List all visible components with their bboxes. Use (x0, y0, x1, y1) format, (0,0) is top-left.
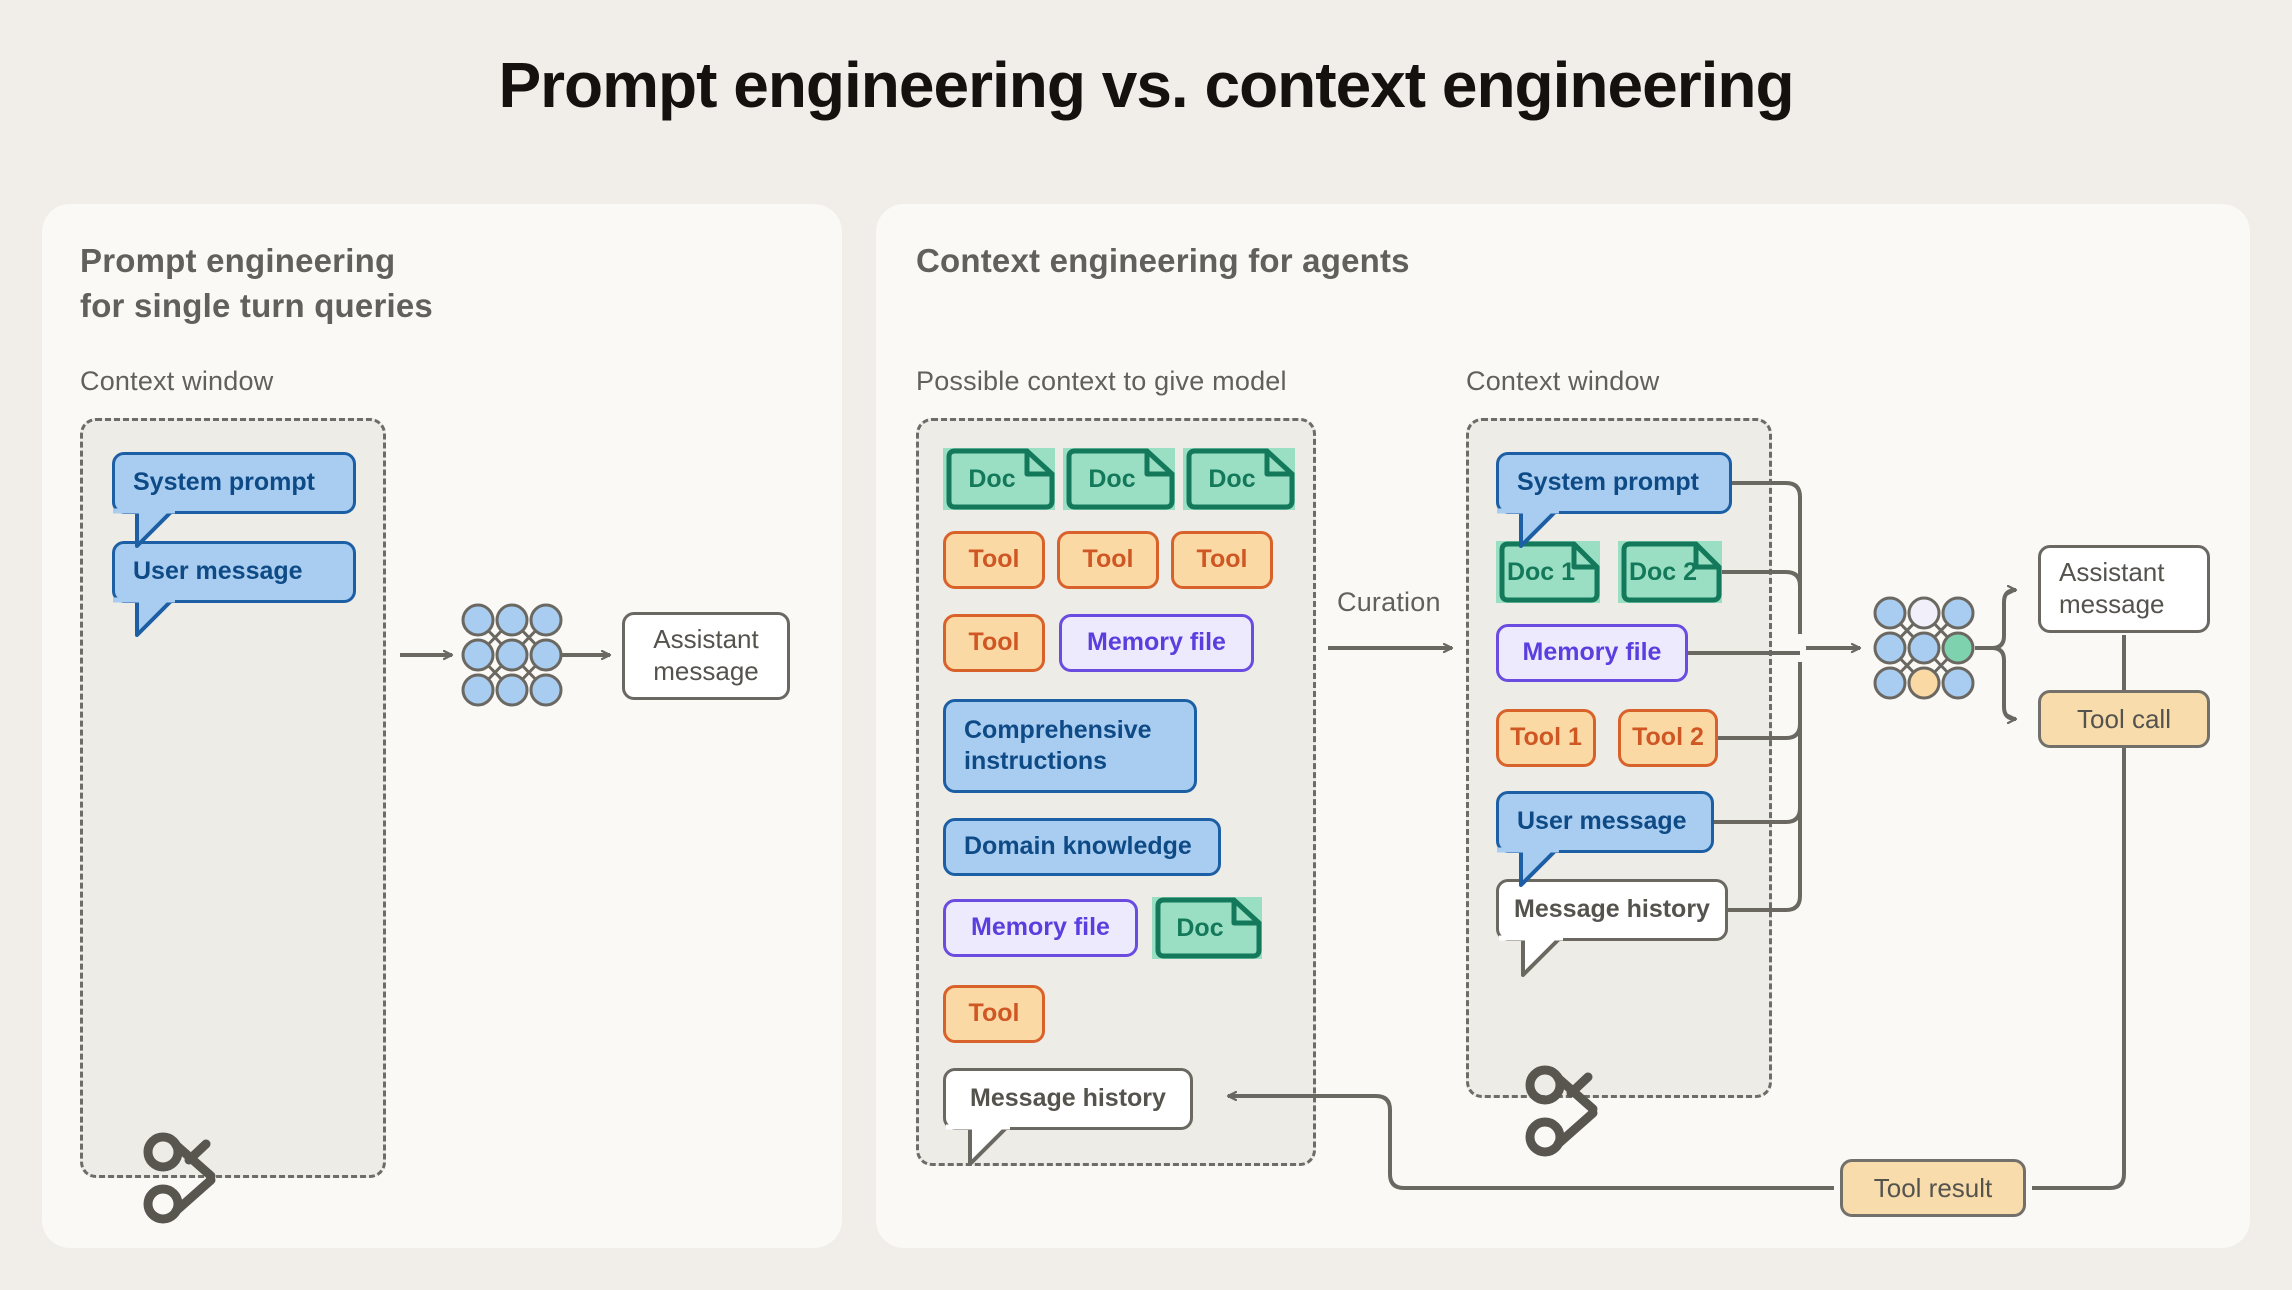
chip-label: Memory file (1087, 628, 1226, 657)
chip-label: Domain knowledge (964, 832, 1192, 861)
chip-label: User message (133, 557, 303, 586)
chip-memory-file[interactable]: Memory file (943, 899, 1138, 957)
chip-comprehensive-instructions[interactable]: Comprehensive instructions (943, 699, 1197, 793)
curation-label: Curation (1337, 587, 1441, 617)
chip-label: Doc 2 (1628, 557, 1698, 586)
chip-tool[interactable]: Tool (943, 614, 1045, 672)
chip-tool-2[interactable]: Tool 2 (1618, 709, 1718, 767)
chip-memory-file[interactable]: Memory file (1059, 614, 1254, 672)
chip-label: Memory file (1522, 638, 1662, 667)
chip-domain-knowledge[interactable]: Domain knowledge (943, 818, 1221, 876)
chip-doc[interactable]: Doc (1152, 897, 1262, 959)
chip-label: System prompt (1517, 468, 1699, 497)
doc-shape-icon (1499, 541, 1600, 603)
left-context-window-label: Context window (80, 366, 274, 396)
chip-label: Tool 2 (1632, 723, 1704, 752)
chip-label: System prompt (133, 468, 315, 497)
tool-result-box: Tool result (1840, 1159, 2026, 1217)
chip-message-history[interactable]: Message history (1496, 879, 1728, 941)
chip-label: User message (1517, 807, 1687, 836)
right-assistant-message-box: Assistant message (2038, 545, 2210, 633)
doc-shape-icon (1186, 448, 1295, 510)
chip-doc[interactable]: Doc (1183, 448, 1295, 510)
left-panel-title: Prompt engineering for single turn queri… (80, 242, 433, 324)
tool-call-box: Tool call (2038, 690, 2210, 748)
chip-tool[interactable]: Tool (943, 985, 1045, 1043)
chip-label: Tool (968, 628, 1020, 657)
chip-label: Doc 1 (1506, 557, 1576, 586)
chip-memory-file[interactable]: Memory file (1496, 624, 1688, 682)
right-context-window-label: Context window (1466, 366, 1660, 396)
left-context-window-box (80, 418, 386, 1178)
chip-label: Tool (968, 999, 1020, 1028)
chip-system-prompt[interactable]: System prompt (112, 452, 356, 514)
page-title: Prompt engineering vs. context engineeri… (498, 49, 1794, 121)
chip-label: Doc (1208, 464, 1256, 493)
chip-tool[interactable]: Tool (1171, 531, 1273, 589)
chip-label: Tool (1082, 545, 1134, 574)
chip-label: Comprehensive instructions (964, 715, 1152, 775)
chip-tool-1[interactable]: Tool 1 (1496, 709, 1596, 767)
chip-user-message[interactable]: User message (112, 541, 356, 603)
chip-system-prompt[interactable]: System prompt (1496, 452, 1732, 514)
chip-label: Message history (1514, 895, 1710, 924)
chip-label: Doc (968, 464, 1016, 493)
chip-label: Tool 1 (1510, 723, 1582, 752)
assistant-message-label: Assistant message (653, 624, 759, 686)
chip-user-message[interactable]: User message (1496, 791, 1714, 853)
chip-doc-2[interactable]: Doc 2 (1618, 541, 1722, 603)
doc-shape-icon (1066, 448, 1175, 510)
possible-context-label: Possible context to give model (916, 366, 1287, 396)
chip-doc[interactable]: Doc (943, 448, 1055, 510)
chip-doc[interactable]: Doc (1063, 448, 1175, 510)
left-assistant-message-box: Assistant message (622, 612, 790, 700)
doc-shape-icon (946, 448, 1055, 510)
chip-label: Memory file (971, 913, 1110, 942)
tool-result-label: Tool result (1873, 1172, 1993, 1203)
chip-label: Doc (1088, 464, 1136, 493)
doc-shape-icon (1155, 897, 1262, 959)
chip-doc-1[interactable]: Doc 1 (1496, 541, 1600, 603)
right-panel-title: Context engineering for agents (916, 242, 1410, 279)
chip-label: Tool (1196, 545, 1248, 574)
chip-label: Message history (970, 1084, 1166, 1113)
assistant-message-label: Assistant message (2059, 557, 2165, 619)
chip-label: Doc (1176, 913, 1224, 942)
tool-call-label: Tool call (2077, 703, 2171, 734)
chip-label: Tool (968, 545, 1020, 574)
chip-message-history[interactable]: Message history (943, 1068, 1193, 1130)
chip-tool[interactable]: Tool (943, 531, 1045, 589)
doc-shape-icon (1621, 541, 1722, 603)
chip-tool[interactable]: Tool (1057, 531, 1159, 589)
